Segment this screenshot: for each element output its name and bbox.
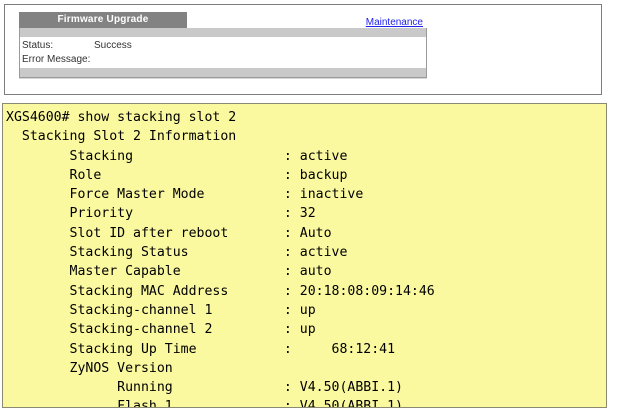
- status-row: Status: Success: [22, 39, 426, 53]
- panel-header-row: Firmware Upgrade Maintenance: [19, 12, 427, 28]
- status-value: Success: [94, 40, 132, 51]
- maintenance-link[interactable]: Maintenance: [365, 17, 423, 28]
- panel-divider: [19, 78, 427, 79]
- panel-footer-bar: [19, 68, 427, 78]
- firmware-upgrade-panel: Firmware Upgrade Maintenance Status: Succ…: [4, 4, 602, 95]
- panel-inner: Firmware Upgrade Maintenance Status: Succ…: [19, 12, 427, 78]
- nav-link-cell: Maintenance: [187, 12, 427, 28]
- cli-output-text: XGS4600# show stacking slot 2 Stacking S…: [6, 110, 435, 408]
- error-message-label: Error Message:: [22, 54, 91, 65]
- panel-subheader-bar: [19, 28, 427, 37]
- error-message-row: Error Message:: [22, 53, 426, 67]
- status-label: Status:: [22, 40, 54, 51]
- cli-terminal[interactable]: XGS4600# show stacking slot 2 Stacking S…: [2, 103, 607, 408]
- status-form-body: Status: Success Error Message:: [19, 37, 427, 68]
- tab-firmware-upgrade[interactable]: Firmware Upgrade: [19, 12, 187, 28]
